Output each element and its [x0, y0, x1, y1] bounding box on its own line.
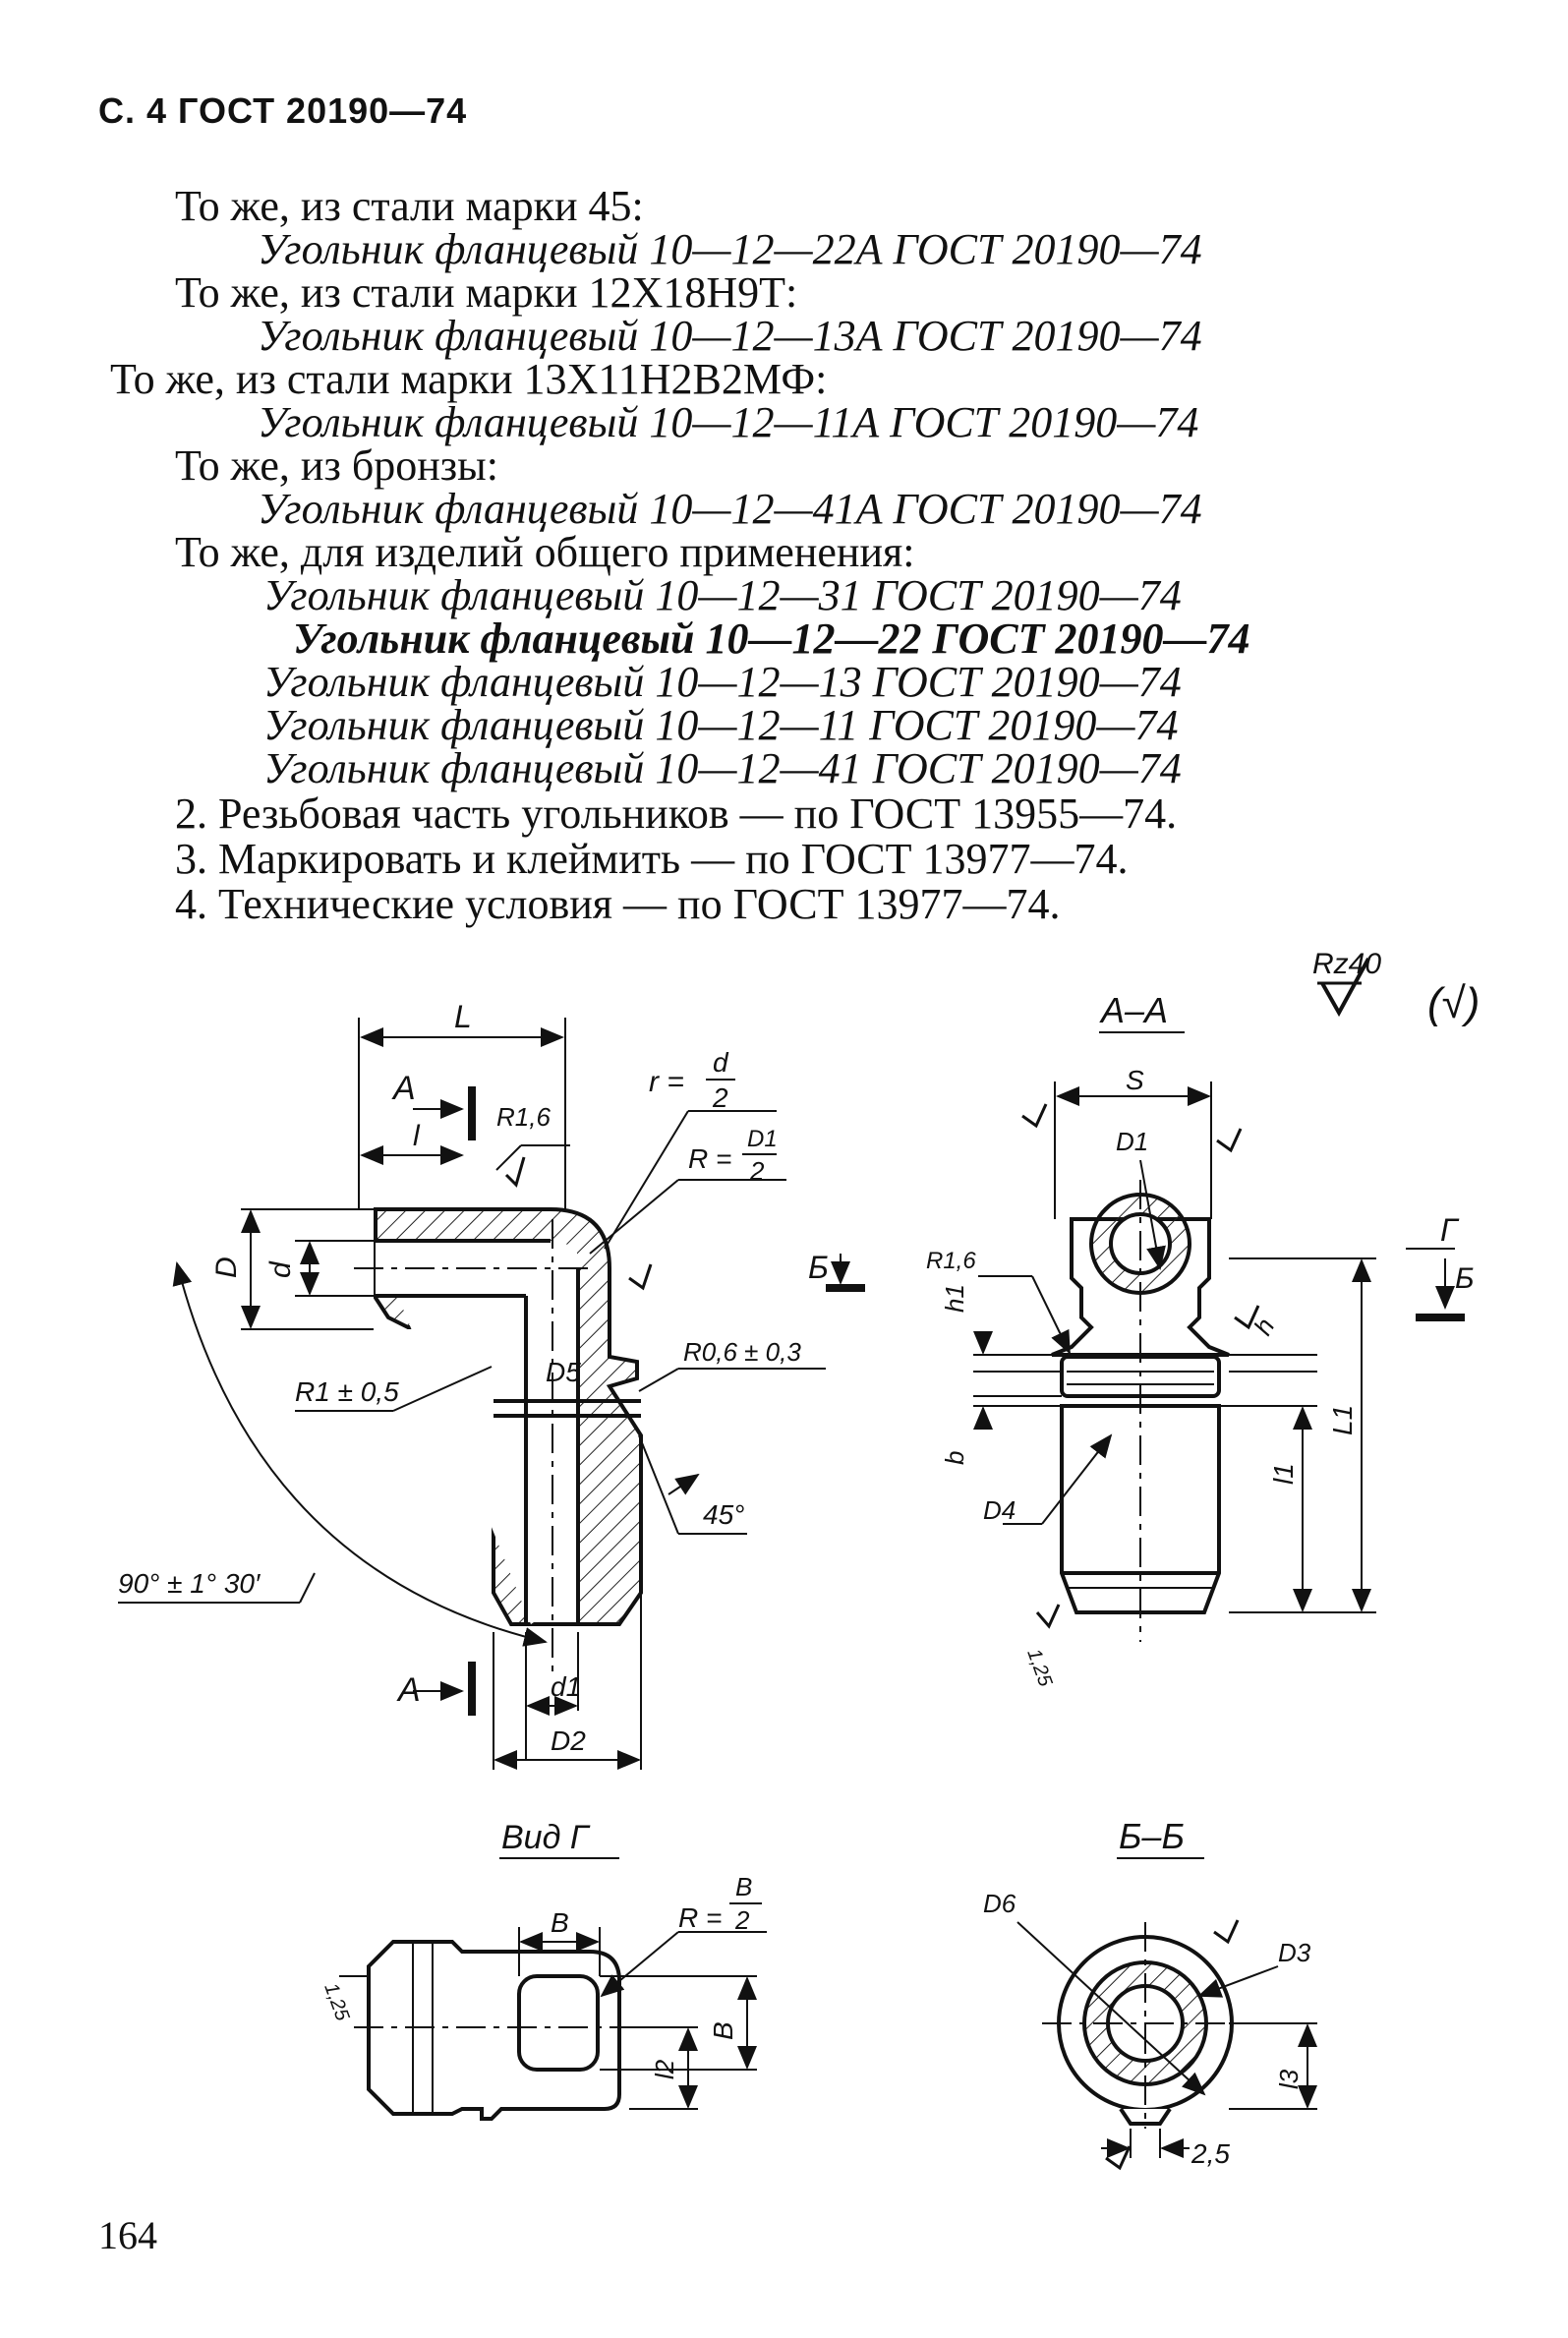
- svg-text:R1 ± 0,5: R1 ± 0,5: [295, 1376, 399, 1407]
- svg-text:D1: D1: [747, 1126, 778, 1152]
- text-line: То же, для изделий общего применения:: [175, 528, 915, 576]
- main-view-labels: L А А l R1,6 r = d 2 R = D1 2 D d D5 R0,…: [118, 999, 829, 1756]
- page-header: С. 4 ГОСТ 20190—74: [98, 90, 468, 131]
- page-number: 164: [98, 2213, 157, 2257]
- svg-text:R1,6: R1,6: [926, 1248, 976, 1274]
- svg-text:Г: Г: [1440, 1212, 1460, 1248]
- svg-text:S: S: [1126, 1065, 1144, 1095]
- main-view-dimensions: [118, 1018, 865, 1770]
- svg-text:l: l: [413, 1120, 421, 1152]
- svg-text:Вид Г: Вид Г: [501, 1819, 591, 1856]
- svg-text:L: L: [454, 999, 472, 1034]
- section-bb-labels: Б–Б D6 D3 l3 2,5: [983, 1816, 1311, 2169]
- section-aa-dimensions: [973, 1081, 1465, 1629]
- svg-text:L1: L1: [1327, 1405, 1358, 1435]
- svg-text:Rz40: Rz40: [1312, 948, 1381, 980]
- text-line: То же, из стали марки 12Х18Н9Т:: [175, 268, 798, 317]
- svg-text:2: 2: [734, 1905, 750, 1935]
- text-line: Угольник фланцевый 10—12—22А ГОСТ 20190—…: [258, 225, 1202, 273]
- svg-text:h1: h1: [940, 1284, 969, 1313]
- svg-text:Б: Б: [1455, 1262, 1475, 1295]
- svg-text:l1: l1: [1268, 1463, 1299, 1485]
- svg-text:2,5: 2,5: [1191, 2138, 1230, 2169]
- svg-text:Б: Б: [808, 1250, 829, 1285]
- view-g-dimensions: [339, 1927, 767, 2110]
- text-line: Угольник фланцевый 10—12—11А ГОСТ 20190—…: [258, 398, 1199, 446]
- svg-text:l3: l3: [1274, 2069, 1304, 2089]
- section-aa-labels: А–А S D1 R1,6 Г Б h1 h b L1 l1 D4 1,25: [926, 990, 1475, 1690]
- svg-text:А–А: А–А: [1099, 990, 1168, 1030]
- text-line: 3. Маркировать и клеймить — по ГОСТ 1397…: [175, 835, 1129, 883]
- svg-text:45°: 45°: [703, 1499, 744, 1530]
- svg-text:D6: D6: [983, 1889, 1016, 1918]
- svg-text:R =: R =: [678, 1902, 722, 1933]
- svg-text:D2: D2: [551, 1725, 586, 1756]
- text-line: Угольник фланцевый 10—12—22 ГОСТ 20190—7…: [293, 614, 1250, 663]
- svg-text:d: d: [264, 1260, 297, 1278]
- svg-text:2: 2: [749, 1156, 765, 1186]
- svg-text:B: B: [735, 1872, 752, 1901]
- text-line: То же, из бронзы:: [175, 441, 498, 490]
- svg-text:B: B: [551, 1907, 569, 1938]
- text-line: Угольник фланцевый 10—12—13 ГОСТ 20190—7…: [263, 658, 1182, 706]
- svg-text:А: А: [391, 1070, 416, 1107]
- svg-text:l2: l2: [650, 2059, 679, 2079]
- elbow-main-view: [354, 1207, 643, 1671]
- svg-text:D1: D1: [1116, 1127, 1148, 1156]
- svg-text:D5: D5: [546, 1357, 581, 1387]
- section-bb: [1042, 1922, 1249, 2129]
- text-line: 2. Резьбовая часть угольников — по ГОСТ …: [175, 789, 1178, 838]
- svg-text:d1: d1: [551, 1671, 581, 1702]
- view-g: [354, 1940, 639, 2121]
- svg-text:1,25: 1,25: [1022, 1646, 1056, 1690]
- svg-text:R0,6 ± 0,3: R0,6 ± 0,3: [683, 1337, 801, 1367]
- text-line: Угольник фланцевый 10—12—11 ГОСТ 20190—7…: [263, 701, 1179, 749]
- svg-text:D3: D3: [1278, 1938, 1311, 1967]
- section-bb-dimensions: [1016, 1919, 1317, 2171]
- svg-text:(√): (√): [1427, 979, 1480, 1027]
- text-line: 4. Технические условия — по ГОСТ 13977—7…: [175, 880, 1061, 928]
- svg-text:D4: D4: [983, 1495, 1016, 1525]
- svg-text:D: D: [210, 1257, 243, 1278]
- svg-text:Б–Б: Б–Б: [1119, 1816, 1185, 1856]
- svg-text:b: b: [940, 1451, 969, 1465]
- svg-text:R1,6: R1,6: [496, 1102, 551, 1132]
- text-line: Угольник фланцевый 10—12—41А ГОСТ 20190—…: [258, 485, 1202, 533]
- svg-text:90° ± 1° 30′: 90° ± 1° 30′: [118, 1568, 261, 1599]
- svg-text:1,25: 1,25: [319, 1980, 353, 2024]
- roughness-mark: Rz40 (√): [1312, 948, 1480, 1027]
- svg-text:2: 2: [712, 1082, 728, 1113]
- text-line: То же, из стали марки 13Х11Н2В2МФ:: [110, 355, 828, 403]
- svg-text:R =: R =: [688, 1143, 731, 1174]
- svg-text:А: А: [396, 1671, 421, 1709]
- text-line: Угольник фланцевый 10—12—13А ГОСТ 20190—…: [258, 312, 1202, 360]
- svg-text:d: d: [713, 1047, 729, 1078]
- svg-text:B: B: [708, 2021, 738, 2040]
- text-line: Угольник фланцевый 10—12—41 ГОСТ 20190—7…: [263, 744, 1182, 792]
- text-line: То же, из стали марки 45:: [175, 182, 644, 230]
- svg-text:r =: r =: [649, 1066, 684, 1098]
- text-line: Угольник фланцевый 10—12—31 ГОСТ 20190—7…: [263, 571, 1182, 619]
- svg-text:h: h: [1248, 1313, 1280, 1340]
- section-aa: [1051, 1180, 1230, 1642]
